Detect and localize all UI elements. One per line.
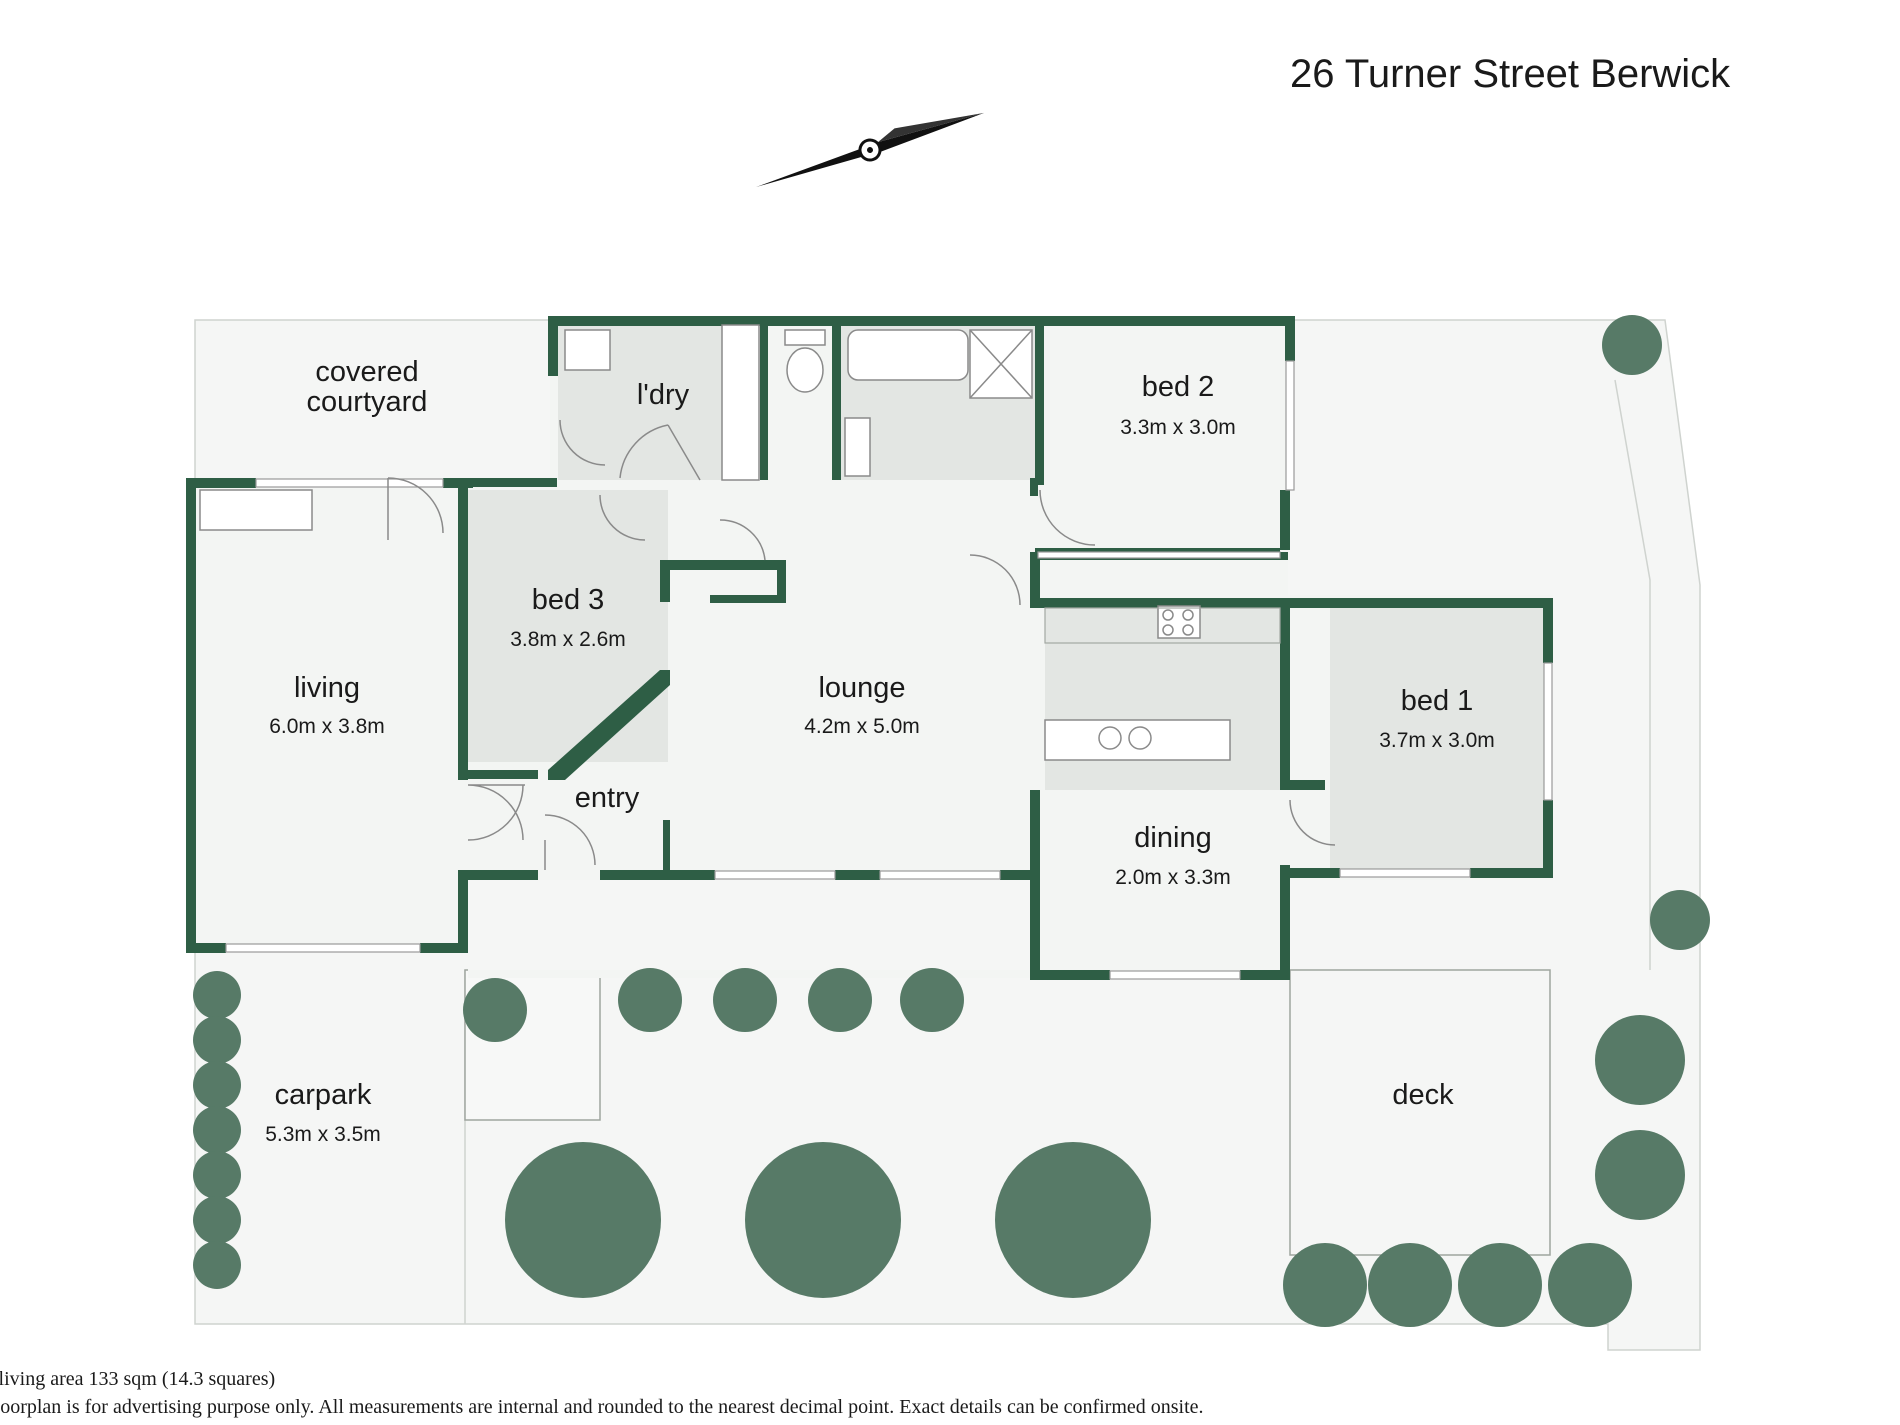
room-dims-living: 6.0m x 3.8m [269, 715, 385, 738]
room-label-laundry: l'dry [636, 379, 690, 411]
room-label-bed2: bed 2 [1141, 371, 1215, 403]
room-label-bed1: bed 1 [1400, 685, 1474, 717]
doors [387, 419, 1336, 870]
house-floor [190, 320, 1553, 978]
room-label-carpark: carpark [274, 1079, 372, 1111]
room-dims-bed1: 3.7m x 3.0m [1379, 729, 1495, 752]
shower-icon [969, 329, 1033, 399]
room-label-bed3: bed 3 [531, 584, 605, 616]
bath-icon [847, 329, 969, 381]
windows [225, 360, 1553, 980]
room-dims-bed3: 3.8m x 2.6m [510, 628, 626, 651]
deck-area [1289, 969, 1551, 1256]
room-dims-bed2: 3.3m x 3.0m [1120, 416, 1236, 439]
room-label-living: living [293, 672, 361, 704]
living-bench [199, 489, 313, 531]
footer-living-area: l living area 133 sqm (14.3 squares) [0, 1368, 276, 1390]
compass-icon [755, 112, 985, 188]
room-dims-lounge: 4.2m x 5.0m [804, 715, 920, 738]
cooktop-icon [1044, 605, 1281, 644]
toilet-icon [784, 329, 826, 393]
room-label-covered-courtyard: covered courtyard [306, 356, 428, 418]
room-label-entry: entry [574, 782, 640, 814]
linen-cupboard [721, 324, 760, 481]
tree-icon [193, 315, 1710, 1327]
room-dims-dining: 2.0m x 3.3m [1115, 866, 1231, 889]
room-dims-carpark: 5.3m x 3.5m [265, 1123, 381, 1146]
property-address-title: 26 Turner Street Berwick [1290, 52, 1731, 96]
sink-icon [564, 329, 1231, 761]
room-label-dining: dining [1134, 822, 1212, 854]
footer-disclaimer: floorplan is for advertising purpose onl… [0, 1396, 1204, 1418]
room-label-deck: deck [1392, 1079, 1454, 1111]
room-label-lounge: lounge [818, 672, 906, 704]
